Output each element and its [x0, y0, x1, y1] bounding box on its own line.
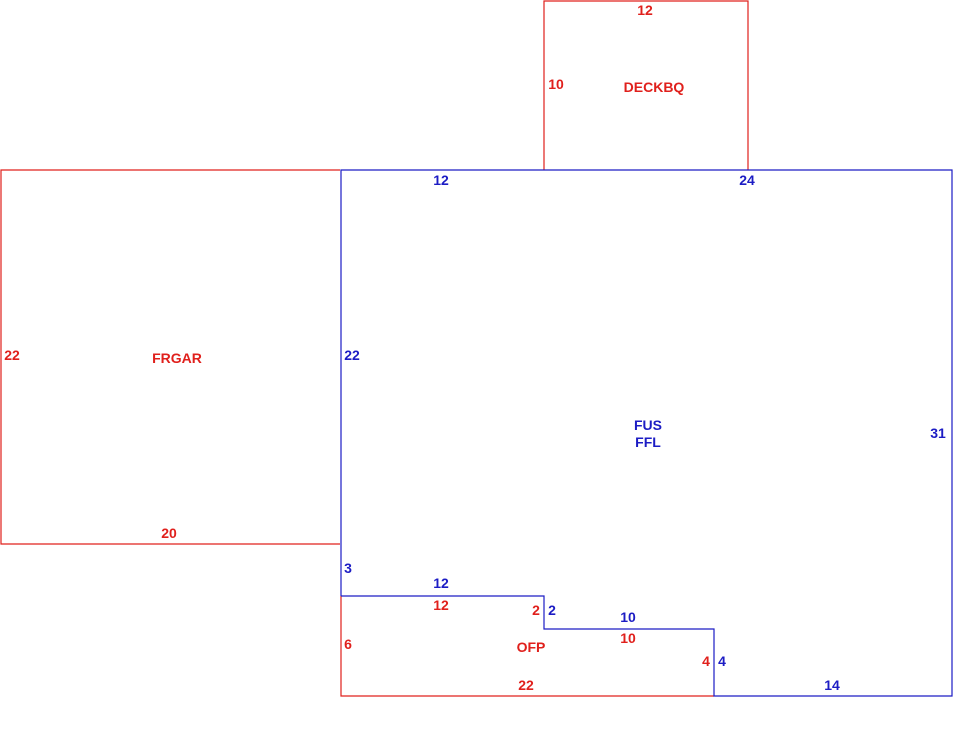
porch-dim-step-height: 2	[532, 602, 540, 618]
house-dim-step1-height: 2	[548, 602, 556, 618]
porch-dim-right: 4	[702, 653, 710, 669]
porch-area: 12 2 10 4 6 OFP 22	[340, 596, 714, 697]
porch-dim-left: 6	[344, 636, 352, 652]
house-dim-bottom: 14	[824, 677, 840, 693]
deck-outline	[543, 0, 749, 170]
porch-dim-bottom: 22	[518, 677, 534, 693]
house-dim-step2-width: 10	[620, 609, 636, 625]
garage-dim-left: 22	[4, 347, 20, 363]
garage-area: 22 FRGAR 20	[0, 169, 340, 545]
porch-dim-step-width: 10	[620, 630, 636, 646]
porch-outline	[340, 596, 714, 697]
deck-dim-left: 10	[548, 76, 564, 92]
deck-area: 12 10 DECKBQ	[543, 0, 749, 170]
house-dim-step2-height: 4	[718, 653, 726, 669]
house-outline	[340, 169, 953, 697]
garage-outline	[0, 169, 340, 545]
porch-dim-top: 12	[433, 597, 449, 613]
house-dim-top-a: 12	[433, 172, 449, 188]
house-label-primary: FUS	[634, 417, 662, 433]
house-dim-step1-width: 12	[433, 575, 449, 591]
deck-dim-top: 12	[637, 2, 653, 18]
house-dim-top-b: 24	[739, 172, 755, 188]
deck-label: DECKBQ	[624, 79, 685, 95]
house-area: 12 24 22 FUS FFL 31 3 12 2 10 4 14	[340, 169, 953, 697]
garage-label: FRGAR	[152, 350, 202, 366]
house-dim-left: 22	[344, 347, 360, 363]
house-label-secondary: FFL	[635, 434, 661, 450]
garage-dim-bottom: 20	[161, 525, 177, 541]
house-dim-small-left: 3	[344, 560, 352, 576]
house-dim-right: 31	[930, 425, 946, 441]
porch-label: OFP	[517, 639, 546, 655]
